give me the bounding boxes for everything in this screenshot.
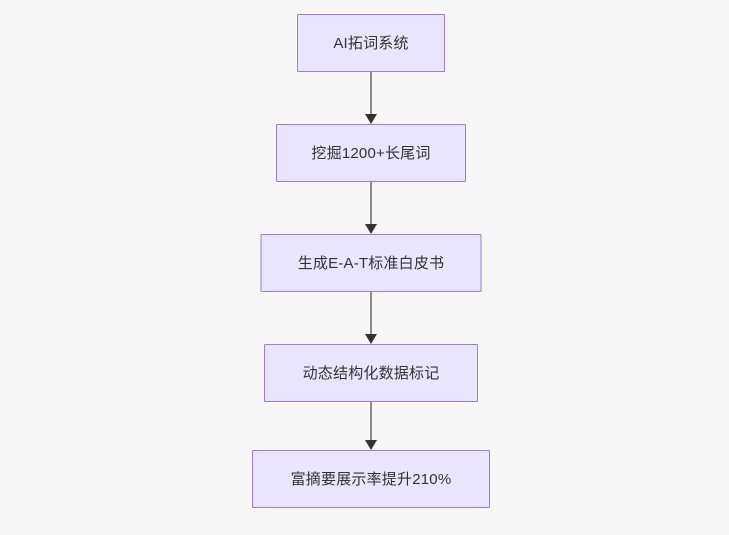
flow-node-label: AI拓词系统 xyxy=(333,34,409,52)
flow-node-rich-snippet-impression-uplift[interactable]: 富摘要展示率提升210% xyxy=(252,450,490,508)
flow-node-label: 富摘要展示率提升210% xyxy=(290,470,452,488)
connector-line xyxy=(370,402,372,440)
connector-node3-node4 xyxy=(364,292,378,344)
arrowhead-icon xyxy=(365,224,377,234)
flow-node-generate-eat-whitepaper[interactable]: 生成E-A-T标准白皮书 xyxy=(260,234,482,292)
arrowhead-icon xyxy=(365,440,377,450)
connector-node2-node3 xyxy=(364,182,378,234)
connector-node4-node5 xyxy=(364,402,378,450)
arrowhead-icon xyxy=(365,114,377,124)
connector-node1-node2 xyxy=(364,72,378,124)
flow-node-label: 生成E-A-T标准白皮书 xyxy=(297,254,445,272)
flow-node-label: 动态结构化数据标记 xyxy=(302,364,440,382)
flow-node-mine-longtail-keywords[interactable]: 挖掘1200+长尾词 xyxy=(276,124,466,182)
arrowhead-icon xyxy=(365,334,377,344)
connector-line xyxy=(370,182,372,224)
connector-line xyxy=(370,292,372,334)
flow-node-label: 挖掘1200+长尾词 xyxy=(311,144,431,162)
flow-node-ai-keyword-system[interactable]: AI拓词系统 xyxy=(297,14,445,72)
connector-line xyxy=(370,72,372,114)
flow-node-dynamic-structured-data-markup[interactable]: 动态结构化数据标记 xyxy=(264,344,478,402)
